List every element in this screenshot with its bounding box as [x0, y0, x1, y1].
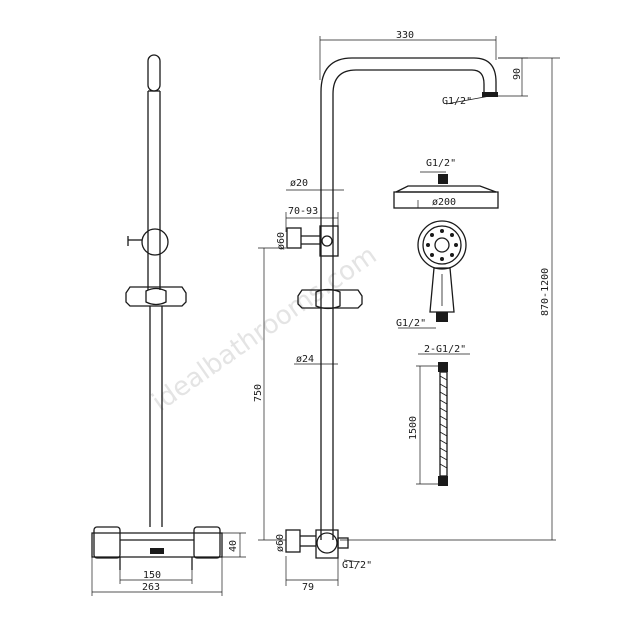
shower-hose [416, 353, 470, 486]
side-valve-knob [316, 532, 338, 554]
hose-bottom-nut [438, 476, 448, 486]
front-diverter-knob [141, 228, 169, 256]
label-valve-height: 40 [228, 540, 239, 552]
front-valve-right-handle [193, 526, 221, 559]
label-arm-drop: 90 [512, 68, 523, 80]
handset-center-nozzle [434, 237, 450, 253]
label-holder-diameter: ø60 [276, 232, 287, 250]
label-total-height: 870-1200 [540, 268, 551, 316]
label-holder-range: 70-93 [288, 206, 318, 217]
label-inner-width: 150 [143, 570, 161, 581]
front-upper-pipe-cap [147, 54, 161, 92]
side-valve-outlet [337, 537, 349, 549]
label-rail-height: 750 [253, 384, 264, 402]
shower-head [393, 171, 499, 209]
label-valve-projection: 79 [302, 582, 314, 593]
hand-shower [398, 220, 467, 329]
side-view [258, 36, 560, 586]
handset-handle [429, 267, 455, 313]
label-valve-diameter: ø60 [275, 534, 286, 552]
watermark: idealbathrooms.com [147, 240, 383, 417]
front-slider-bracket [125, 286, 187, 307]
side-diverter-body [319, 225, 339, 257]
label-hose-length: 1500 [408, 416, 419, 440]
label-total-width: 263 [142, 582, 160, 593]
label-handset-thread: G1/2" [396, 318, 426, 329]
label-rod-diameter: ø20 [290, 178, 308, 189]
hose-top-nut [438, 362, 448, 372]
label-rail-diameter: ø24 [296, 354, 314, 365]
side-handset-holder [286, 227, 302, 249]
label-hose-thread: 2-G1/2" [424, 344, 466, 355]
label-head-thread: G1/2" [426, 158, 456, 169]
front-valve-outlet [150, 548, 164, 554]
label-outlet-thread: G1/2" [342, 560, 372, 571]
head-plate [393, 191, 499, 209]
front-view [91, 54, 246, 596]
label-arm-outlet-thread: G1/2" [442, 96, 472, 107]
front-valve-left-handle [93, 526, 121, 559]
side-valve-wall-plate [285, 529, 301, 553]
handset-face [417, 220, 467, 270]
handset-connector [436, 312, 448, 322]
label-head-diameter: ø200 [432, 197, 456, 208]
arm-outlet-nut [482, 92, 498, 97]
side-overhead-arm [320, 57, 497, 540]
side-slider-bracket [297, 289, 363, 309]
label-arm-length: 330 [396, 30, 414, 41]
head-connector [438, 174, 448, 184]
